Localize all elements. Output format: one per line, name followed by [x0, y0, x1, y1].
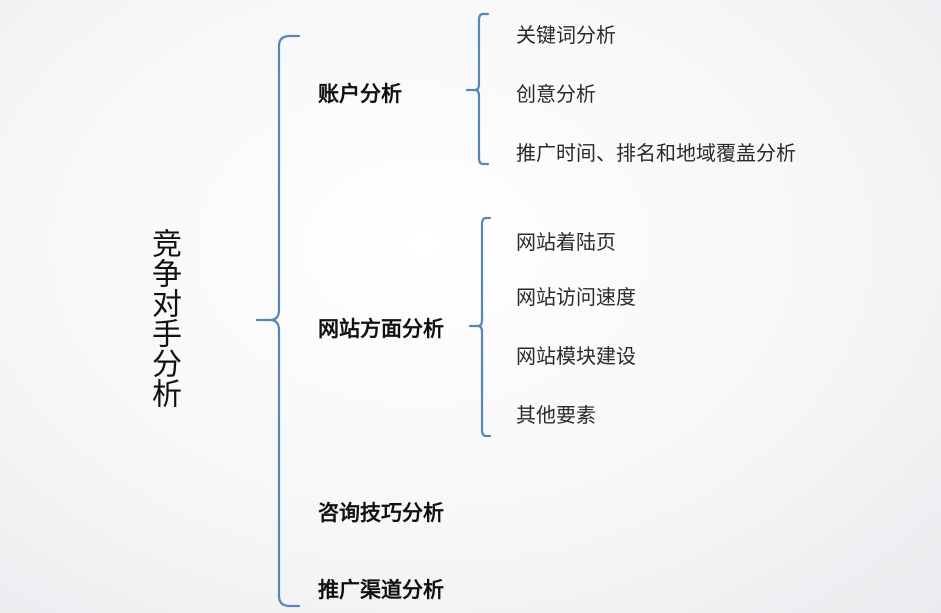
branch-account-analysis: 账户分析 [318, 82, 402, 106]
leaf-creative-analysis: 创意分析 [516, 82, 596, 106]
branch-website-analysis: 网站方面分析 [318, 317, 444, 341]
leaf-module-building: 网站模块建设 [516, 344, 636, 368]
root-node: 竞争对手分析 [146, 228, 181, 408]
leaf-access-speed: 网站访问速度 [516, 285, 636, 309]
account-bracket [465, 12, 490, 166]
branch-promotion-channels: 推广渠道分析 [318, 578, 444, 602]
branch-consulting-skills: 咨询技巧分析 [318, 501, 444, 525]
main-bracket [255, 34, 301, 608]
leaf-time-rank-region: 推广时间、排名和地域覆盖分析 [516, 141, 796, 165]
leaf-other-factors: 其他要素 [516, 403, 596, 427]
website-bracket [468, 216, 492, 438]
leaf-keyword-analysis: 关键词分析 [516, 23, 616, 47]
leaf-landing-page: 网站着陆页 [516, 230, 616, 254]
